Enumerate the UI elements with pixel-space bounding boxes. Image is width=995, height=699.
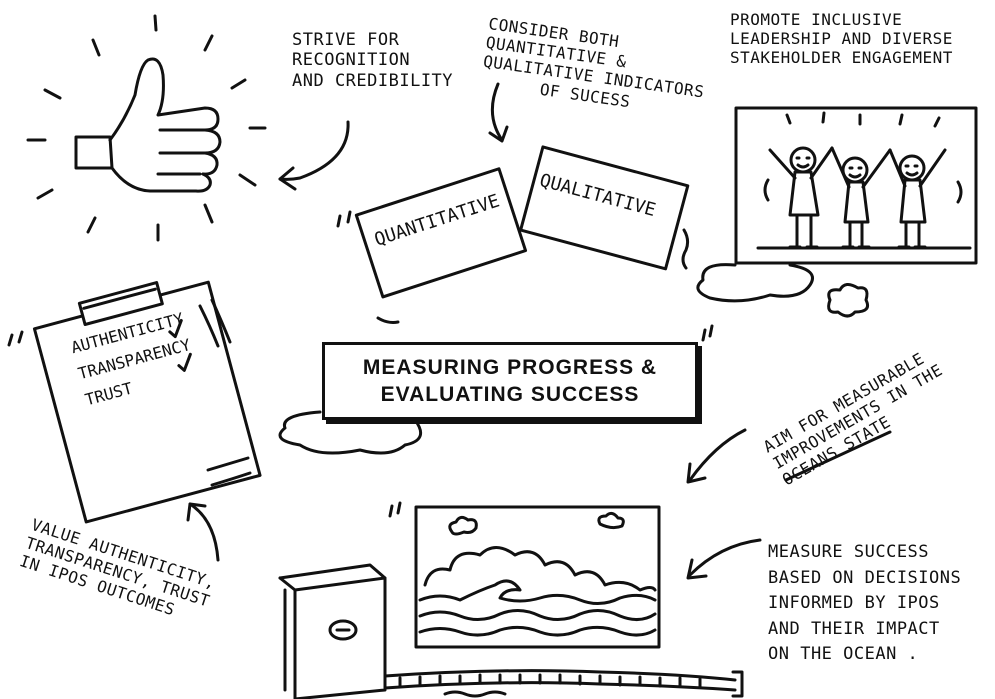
arrow-icon bbox=[186, 502, 220, 562]
note-decisions: MEASURE SUCCESS BASED ON DECISIONS INFOR… bbox=[768, 542, 962, 664]
people-celebrating-icon bbox=[734, 106, 978, 265]
note-leadership: PROMOTE INCLUSIVE LEADERSHIP AND DIVERSE… bbox=[730, 10, 953, 68]
qualitative-card bbox=[519, 145, 690, 271]
ocean-waves-icon bbox=[414, 505, 661, 649]
arrow-icon bbox=[488, 82, 509, 143]
quantitative-card bbox=[354, 167, 528, 299]
title-line-2: EVALUATING SUCCESS bbox=[380, 383, 640, 406]
thumbs-up-icon bbox=[26, 14, 267, 242]
arrow-icon bbox=[686, 538, 762, 580]
cloud-icon bbox=[278, 410, 423, 455]
arrow-icon bbox=[686, 428, 747, 484]
title-line-1: MEASURING PROGRESS & bbox=[362, 355, 658, 379]
page-title: MEASURING PROGRESS & EVALUATING SUCCESS bbox=[322, 342, 698, 420]
cloud-icon bbox=[696, 263, 870, 318]
arrow-icon bbox=[278, 120, 350, 191]
note-recognition: STRIVE FOR RECOGNITION AND CREDIBILITY bbox=[292, 30, 454, 91]
tape-measure-icon bbox=[278, 563, 744, 699]
clipboard-icon bbox=[32, 280, 262, 524]
